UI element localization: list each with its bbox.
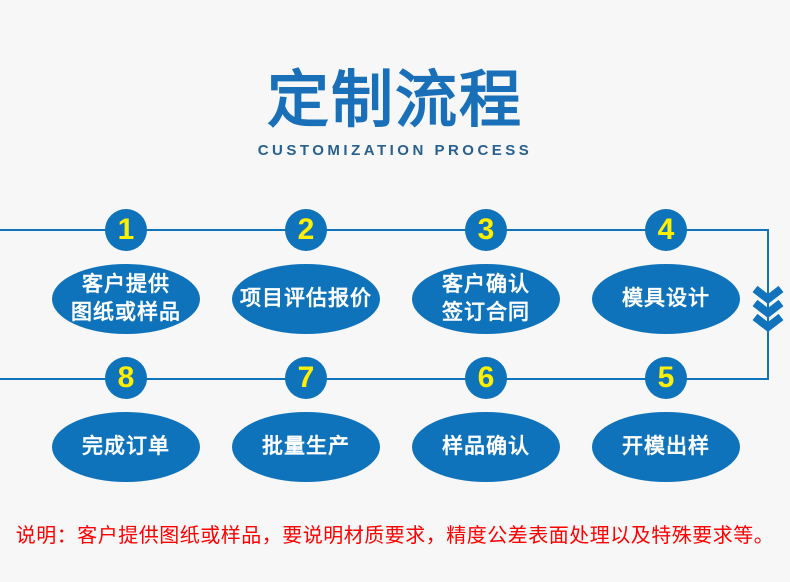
chevron-down-2 <box>752 299 784 319</box>
step-label: 批量生产 <box>262 435 350 459</box>
note-text: 说明：客户提供图纸或样品，要说明材质要求，精度公差表面处理以及特殊要求等。 <box>15 525 775 547</box>
down-chevrons-icon <box>752 285 784 333</box>
page-subtitle: CUSTOMIZATION PROCESS <box>257 142 533 159</box>
chevron-down-3 <box>752 313 784 333</box>
page-title: 定制流程 <box>266 66 523 135</box>
header: 定制流程 CUSTOMIZATION PROCESS <box>0 66 790 159</box>
chevron-down-1 <box>752 285 784 305</box>
step-number-badge: 7 <box>285 357 327 399</box>
step-number: 2 <box>297 213 315 246</box>
step-number: 6 <box>477 361 495 394</box>
step-8: 8 完成订单 <box>52 357 200 482</box>
step-2: 2 项目评估报价 <box>232 209 380 334</box>
step-number-badge: 6 <box>465 357 507 399</box>
step-number-badge: 1 <box>105 209 147 251</box>
step-pill: 项目评估报价 <box>232 264 380 334</box>
step-label: 模具设计 <box>622 287 710 311</box>
step-number-badge: 8 <box>105 357 147 399</box>
step-number: 1 <box>117 213 135 246</box>
step-number: 4 <box>657 213 675 246</box>
step-label: 客户确认 签订合同 <box>442 273 530 324</box>
step-label: 客户提供 图纸或样品 <box>71 273 181 324</box>
step-pill: 开模出样 <box>592 412 740 482</box>
step-number-badge: 5 <box>645 357 687 399</box>
step-number: 8 <box>117 361 135 394</box>
step-pill: 样品确认 <box>412 412 560 482</box>
step-6: 6 样品确认 <box>412 357 560 482</box>
step-pill: 模具设计 <box>592 264 740 334</box>
step-3: 3 客户确认 签订合同 <box>412 209 560 334</box>
step-number: 5 <box>657 361 675 394</box>
step-number-badge: 4 <box>645 209 687 251</box>
step-7: 7 批量生产 <box>232 357 380 482</box>
step-number: 7 <box>297 361 315 394</box>
step-5: 5 开模出样 <box>592 357 740 482</box>
step-label: 样品确认 <box>442 435 530 459</box>
step-pill: 完成订单 <box>52 412 200 482</box>
step-number-badge: 3 <box>465 209 507 251</box>
step-number: 3 <box>477 213 495 246</box>
step-4: 4 模具设计 <box>592 209 740 334</box>
step-label: 项目评估报价 <box>240 287 372 311</box>
step-label: 开模出样 <box>622 435 710 459</box>
step-pill: 客户确认 签订合同 <box>412 264 560 334</box>
step-pill: 客户提供 图纸或样品 <box>52 264 200 334</box>
step-number-badge: 2 <box>285 209 327 251</box>
step-pill: 批量生产 <box>232 412 380 482</box>
step-1: 1 客户提供 图纸或样品 <box>52 209 200 334</box>
step-label: 完成订单 <box>82 435 170 459</box>
